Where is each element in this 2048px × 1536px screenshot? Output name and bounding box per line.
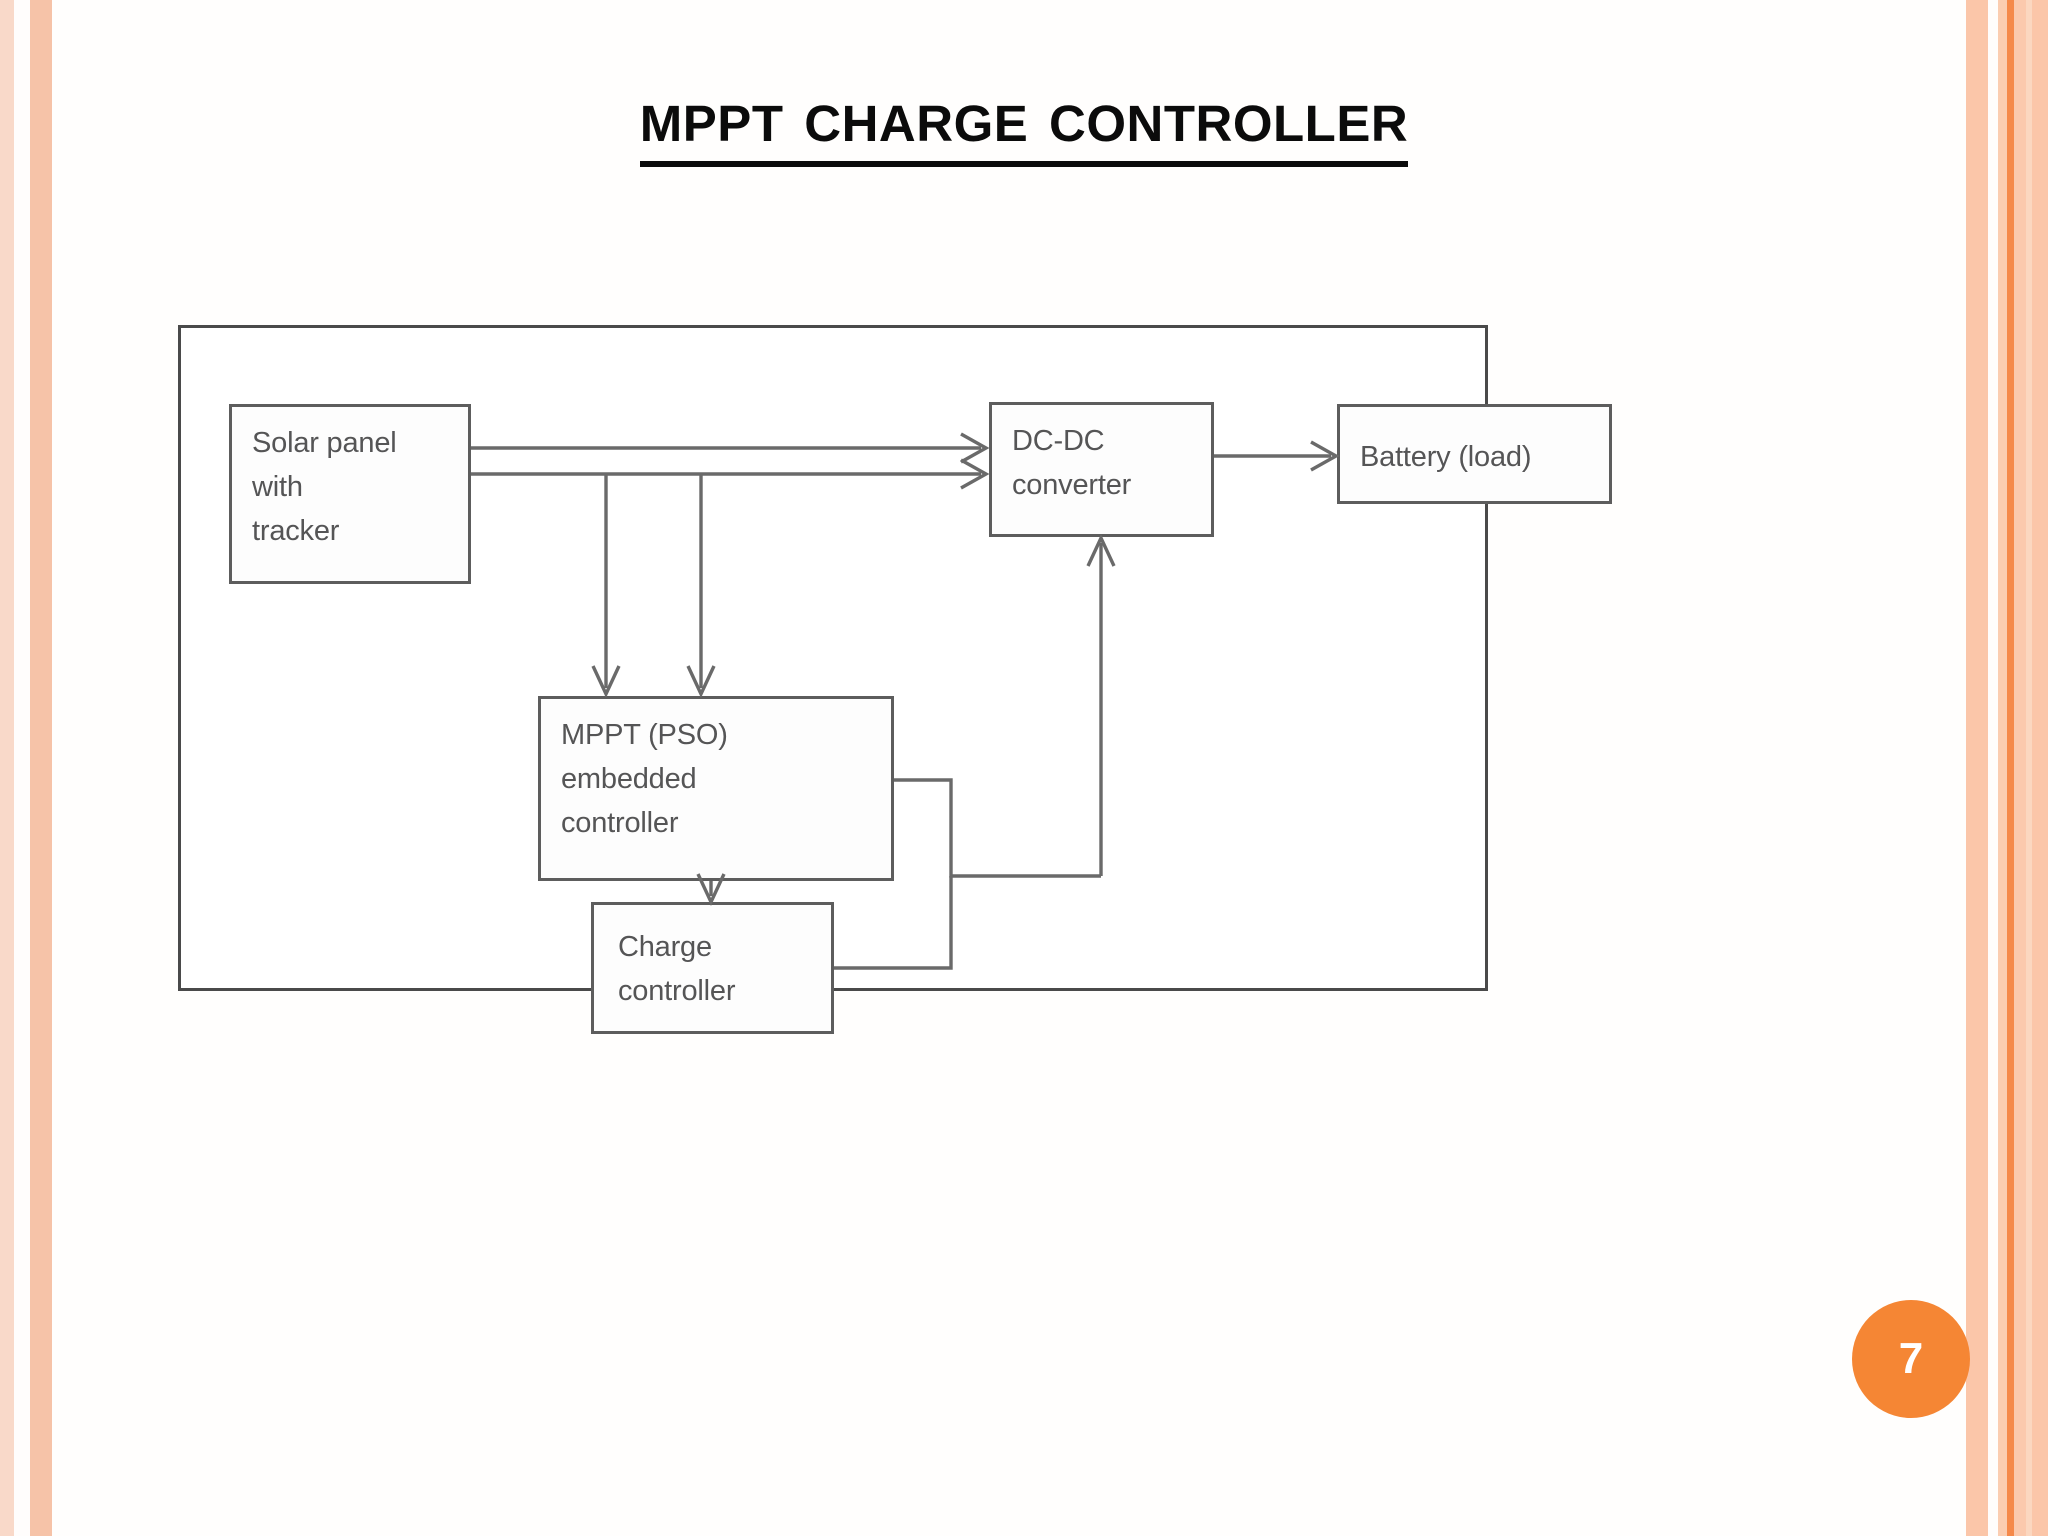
arrowhead-solar-to-dcdc-upper [960,432,990,464]
solar-panel-line-1: Solar panel [252,427,397,459]
left-border-stripe-gap [14,0,30,1536]
wire-charge-feedback-leg [834,876,953,970]
page-number-badge: 7 [1852,1300,1970,1418]
block-diagram-frame: Solar panel with tracker DC-DC converter… [178,325,1612,1034]
right-border-stripe-3 [1998,0,2007,1536]
arrowhead-dcdc-to-battery [1310,440,1340,472]
arrowhead-tap-left-to-mppt [591,665,621,699]
right-border-stripe-1 [1966,0,1988,1536]
solar-panel-line-2: with [252,471,303,504]
mppt-controller-node: MPPT (PSO) embedded controller [538,696,894,881]
mppt-line-3: controller [561,807,679,840]
solar-panel-line-3: tracker [252,515,340,548]
arrowhead-solar-to-dcdc-lower [960,458,990,490]
right-border-stripe-2 [1988,0,1998,1536]
page-title: MPPT Charge Controller [0,77,2048,167]
right-border-stripe-4 [2014,0,2026,1536]
battery-load-node: Battery (load) [1337,404,1612,504]
right-border-stripe-5 [2026,0,2032,1536]
dc-dc-line-1: DC-DC [1012,425,1105,457]
arrowhead-feedback-into-dcdc [1086,533,1116,567]
arrowhead-tap-right-to-mppt [686,665,716,699]
left-border-stripe-inner [30,0,52,1536]
mppt-line-1: MPPT (PSO) [561,719,728,751]
wire-mppt-feedback-leg [894,778,1101,878]
mppt-line-2: embedded [561,763,697,796]
right-border-stripe-6 [2032,0,2048,1536]
charge-controller-node: Charge controller [591,902,834,1034]
page-title-text: MPPT Charge Controller [639,77,1409,167]
page-number-text: 7 [1898,1334,1924,1383]
dc-dc-converter-node: DC-DC converter [989,402,1214,537]
solar-panel-node: Solar panel with tracker [229,404,471,584]
charge-controller-line-1: Charge [618,931,712,963]
right-border-stripe-accent [2007,0,2014,1536]
charge-controller-line-2: controller [618,975,736,1008]
left-border-stripe-outer [0,0,14,1536]
dc-dc-line-2: converter [1012,469,1132,502]
battery-load-line-1: Battery (load) [1360,441,1532,473]
